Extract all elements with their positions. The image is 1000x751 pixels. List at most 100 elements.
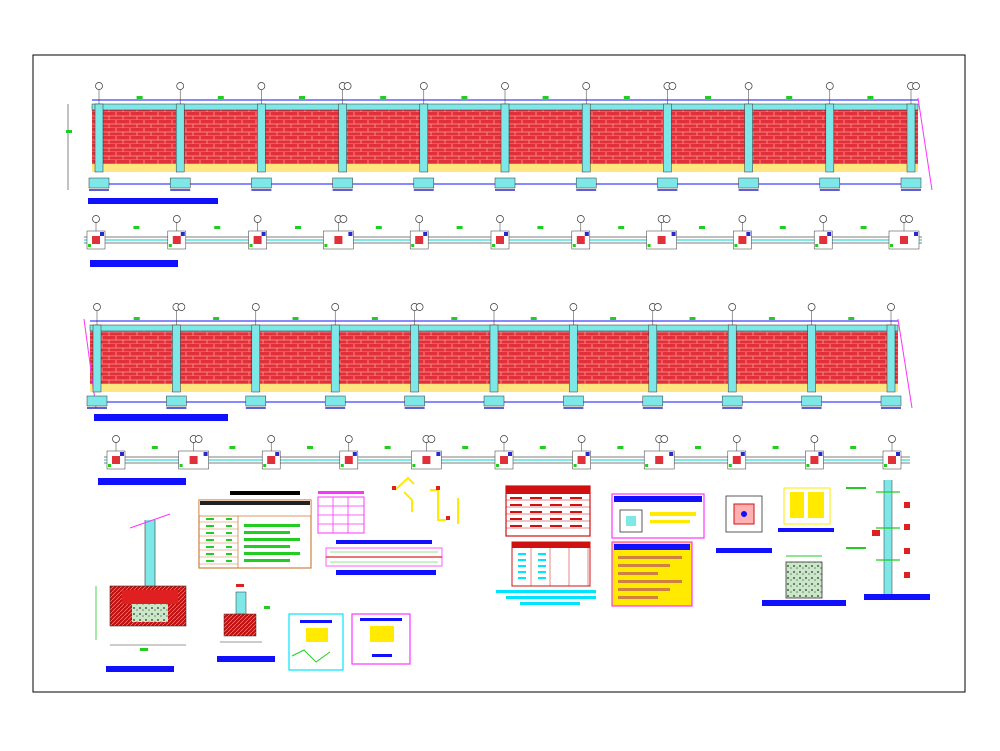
axis-bubble (419, 82, 428, 90)
axis-bubble (569, 303, 578, 311)
table-cell-mark (518, 577, 526, 579)
plan-column (577, 456, 586, 464)
plan-mark (203, 452, 208, 456)
note-text-line (244, 552, 300, 555)
plan-mark (572, 244, 576, 247)
table-cell-mark (530, 511, 542, 513)
plan-column (172, 236, 181, 244)
plan-column (657, 236, 666, 244)
footing-section-detail (95, 513, 187, 672)
plan-mark (647, 244, 651, 247)
dimension-marker (539, 446, 546, 449)
axis-bubble (490, 303, 498, 311)
dimension-marker (530, 317, 537, 320)
plan-column (267, 456, 276, 464)
plan-mark (324, 244, 328, 247)
table-cell-mark (226, 539, 232, 541)
table-cell-mark (538, 565, 546, 567)
plan-mark (827, 232, 832, 236)
table-cell-mark (550, 504, 562, 506)
plan-mark (423, 232, 428, 236)
break-line (897, 318, 913, 409)
column (419, 103, 429, 173)
rebar-detail-yellow (778, 487, 834, 532)
axis-bubble (415, 215, 424, 223)
table-cell-mark (206, 518, 214, 520)
plan-column (810, 456, 819, 464)
plan-mark (340, 464, 344, 467)
column-footing (483, 395, 505, 407)
construction-notes-panel (611, 493, 705, 607)
column-footing (494, 177, 516, 189)
plan-mark (890, 244, 893, 247)
plan-mark (573, 464, 577, 467)
note-text-line (618, 588, 670, 591)
axis-bubble (653, 303, 662, 311)
table-cell-mark (518, 571, 526, 573)
axis-bubble (176, 82, 185, 90)
axis-bubble (344, 435, 353, 443)
table-cell-mark (550, 497, 562, 499)
axis-bubble (415, 303, 424, 311)
plan-mark (180, 232, 185, 236)
axis-bubble (95, 82, 103, 90)
table-cell-mark (206, 560, 214, 562)
table-cell-mark (518, 559, 526, 561)
column (727, 324, 737, 393)
table-cell-mark (510, 525, 522, 527)
plan-mark (263, 464, 267, 467)
plan-mark (496, 464, 499, 467)
table-cell-mark (226, 532, 232, 534)
dimension-marker (214, 226, 221, 229)
table-cell-mark (570, 504, 582, 506)
column (906, 103, 916, 173)
dimension-marker (772, 446, 779, 449)
axis-bubble (194, 435, 203, 443)
table-cell-mark (206, 539, 214, 541)
plan-column (732, 456, 741, 464)
column-footing (404, 395, 425, 407)
column (569, 324, 578, 393)
axis-bubble (744, 82, 753, 90)
dimension-marker (66, 130, 72, 133)
dimension-marker (689, 317, 696, 320)
plan-column (900, 236, 908, 244)
axis-bubble (501, 82, 509, 90)
table-cell-mark (538, 559, 546, 561)
plan-mark (348, 232, 353, 236)
axis-bubble (112, 435, 120, 443)
table-cell-mark (530, 518, 542, 520)
plan-mark (806, 464, 810, 467)
dimension-marker (136, 96, 143, 99)
break-line (83, 318, 97, 409)
dimension-marker (133, 226, 140, 229)
table-cell-mark (538, 577, 546, 579)
plan-mark (815, 244, 819, 247)
dimension-marker (617, 446, 624, 449)
axis-bubble (668, 82, 677, 90)
axis-bubble (728, 303, 737, 311)
plan-column (888, 456, 896, 464)
table-cell-mark (570, 518, 582, 520)
plan-mark (88, 244, 91, 247)
stone-wall-section (762, 555, 846, 606)
dimension-marker (860, 226, 867, 229)
plan-mark (168, 244, 172, 247)
column (744, 103, 753, 173)
plan-column (415, 236, 424, 244)
plan-mark (179, 464, 183, 467)
dimension-marker (380, 96, 387, 99)
dimension-marker (451, 317, 458, 320)
dimension-marker (295, 226, 301, 229)
note-text-line (244, 524, 300, 527)
plan-column (496, 236, 504, 244)
column-section-detail (716, 495, 772, 553)
specification-tables (496, 485, 596, 605)
dimension-marker (462, 446, 469, 449)
table-cell-mark (518, 553, 526, 555)
table-cell-mark (538, 553, 546, 555)
table-cell-mark (570, 525, 582, 527)
column (94, 103, 104, 173)
sheet-border (32, 54, 966, 693)
note-text-line (618, 596, 658, 599)
